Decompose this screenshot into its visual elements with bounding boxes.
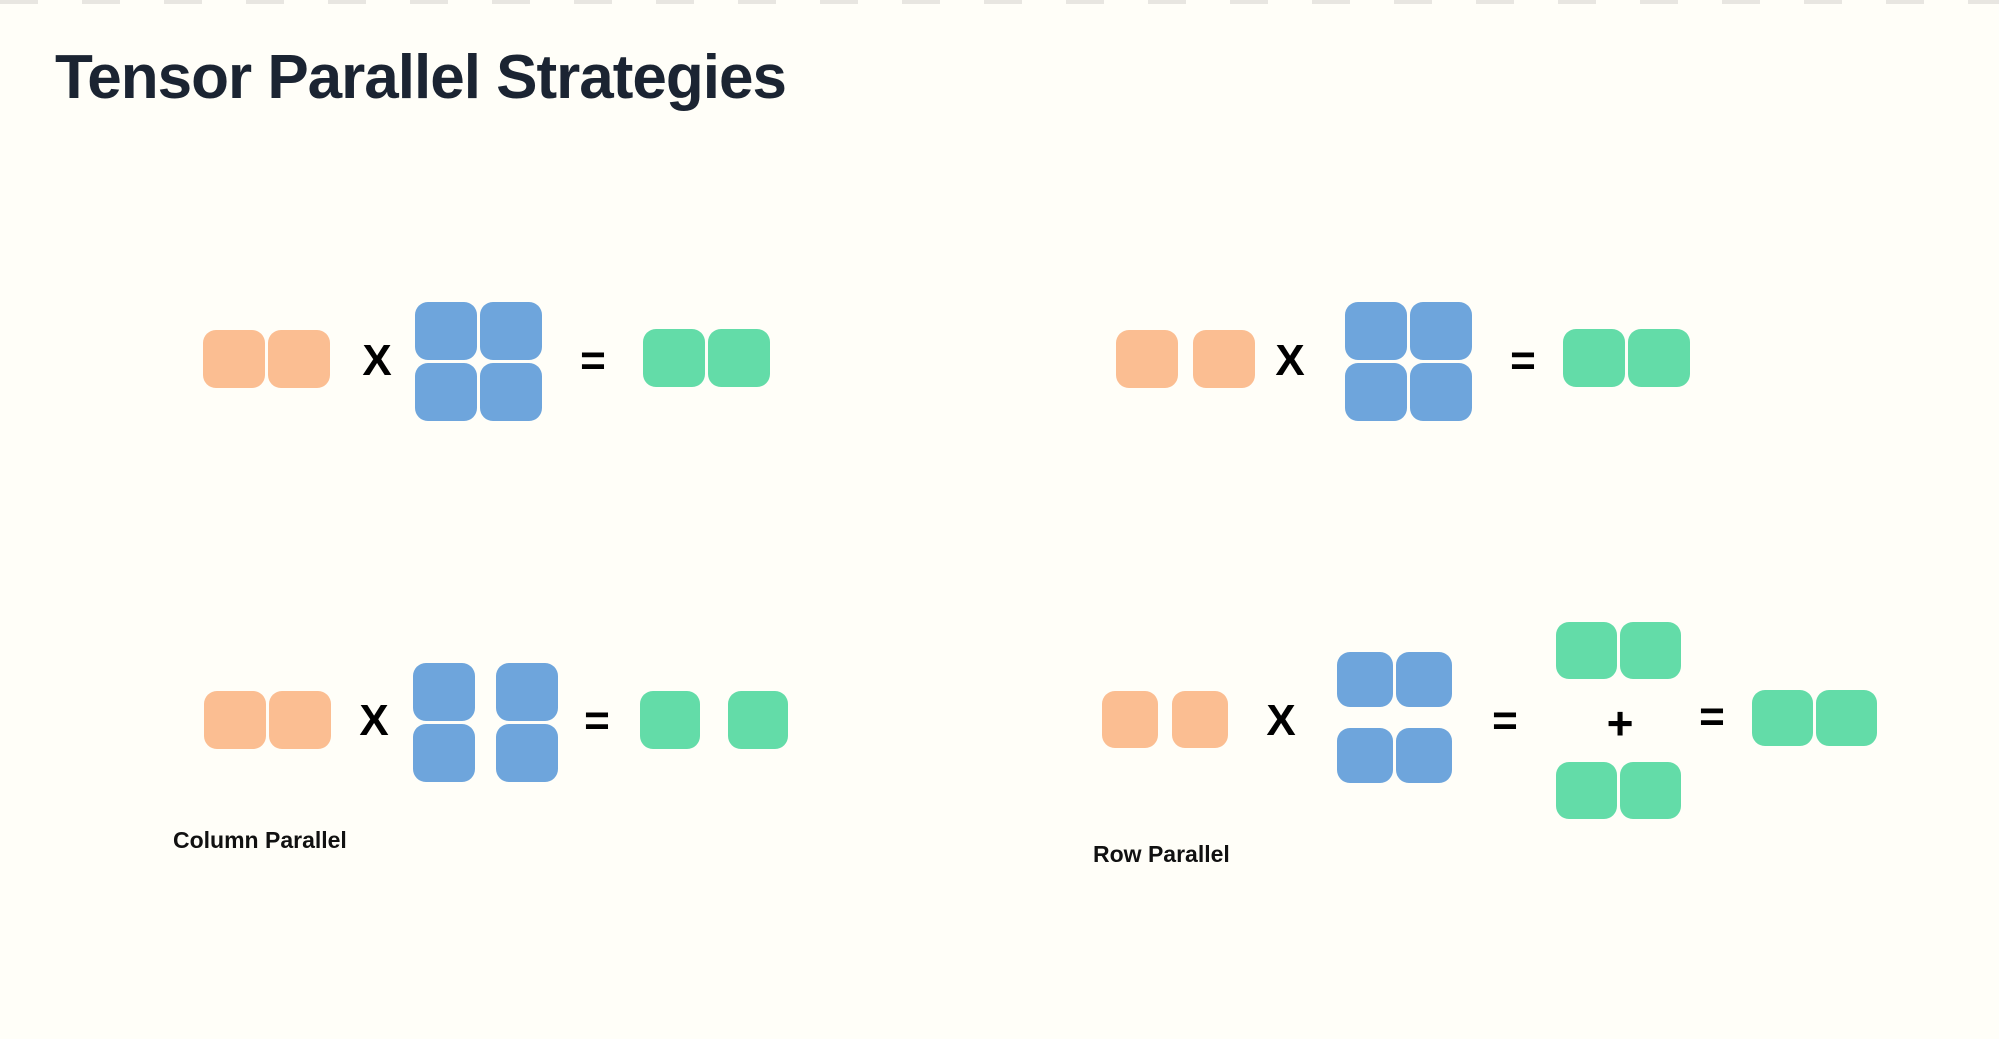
weight-block-row-2 bbox=[1337, 728, 1393, 783]
partial-output-block bbox=[1620, 622, 1681, 679]
output-block bbox=[643, 329, 705, 387]
weight-block-row-1 bbox=[1337, 652, 1393, 707]
input-block bbox=[1193, 330, 1255, 388]
weight-block bbox=[415, 302, 477, 360]
row-parallel-label: Row Parallel bbox=[1093, 841, 1230, 867]
output-block bbox=[640, 691, 700, 749]
input-block bbox=[269, 691, 331, 749]
weight-block bbox=[1345, 363, 1407, 421]
multiply-symbol: X bbox=[362, 336, 392, 385]
equals-symbol: = bbox=[584, 696, 610, 745]
weight-block-row-2 bbox=[1396, 728, 1452, 783]
multiply-symbol: X bbox=[1275, 336, 1305, 385]
equals-symbol: = bbox=[1492, 696, 1518, 745]
plus-symbol: + bbox=[1606, 697, 1634, 749]
output-block bbox=[1816, 690, 1877, 746]
equals-symbol: = bbox=[1699, 692, 1725, 741]
multiply-symbol: X bbox=[359, 696, 389, 745]
weight-block-column-2 bbox=[496, 663, 558, 721]
column-parallel-label: Column Parallel bbox=[173, 827, 347, 853]
page-title: Tensor Parallel Strategies bbox=[55, 43, 787, 112]
partial-output-block bbox=[1556, 622, 1617, 679]
weight-block-column-2 bbox=[496, 724, 558, 782]
equals-symbol: = bbox=[1510, 336, 1536, 385]
multiply-symbol: X bbox=[1266, 696, 1296, 745]
output-block bbox=[708, 329, 770, 387]
weight-block-column-1 bbox=[413, 724, 475, 782]
weight-block bbox=[1410, 363, 1472, 421]
partial-output-block bbox=[1556, 762, 1617, 819]
weight-block-row-1 bbox=[1396, 652, 1452, 707]
input-block bbox=[1102, 691, 1158, 748]
input-block bbox=[203, 330, 265, 388]
weight-block bbox=[480, 302, 542, 360]
dashed-top-border bbox=[0, 0, 1999, 4]
weight-block-column-1 bbox=[413, 663, 475, 721]
input-block bbox=[1116, 330, 1178, 388]
equals-symbol: = bbox=[580, 336, 606, 385]
input-block bbox=[1172, 691, 1228, 748]
weight-block bbox=[1345, 302, 1407, 360]
weight-block bbox=[415, 363, 477, 421]
weight-block bbox=[1410, 302, 1472, 360]
input-block bbox=[268, 330, 330, 388]
weight-block bbox=[480, 363, 542, 421]
output-block bbox=[1752, 690, 1813, 746]
output-block bbox=[1628, 329, 1690, 387]
output-block bbox=[1563, 329, 1625, 387]
partial-output-block bbox=[1620, 762, 1681, 819]
output-block bbox=[728, 691, 788, 749]
input-block bbox=[204, 691, 266, 749]
